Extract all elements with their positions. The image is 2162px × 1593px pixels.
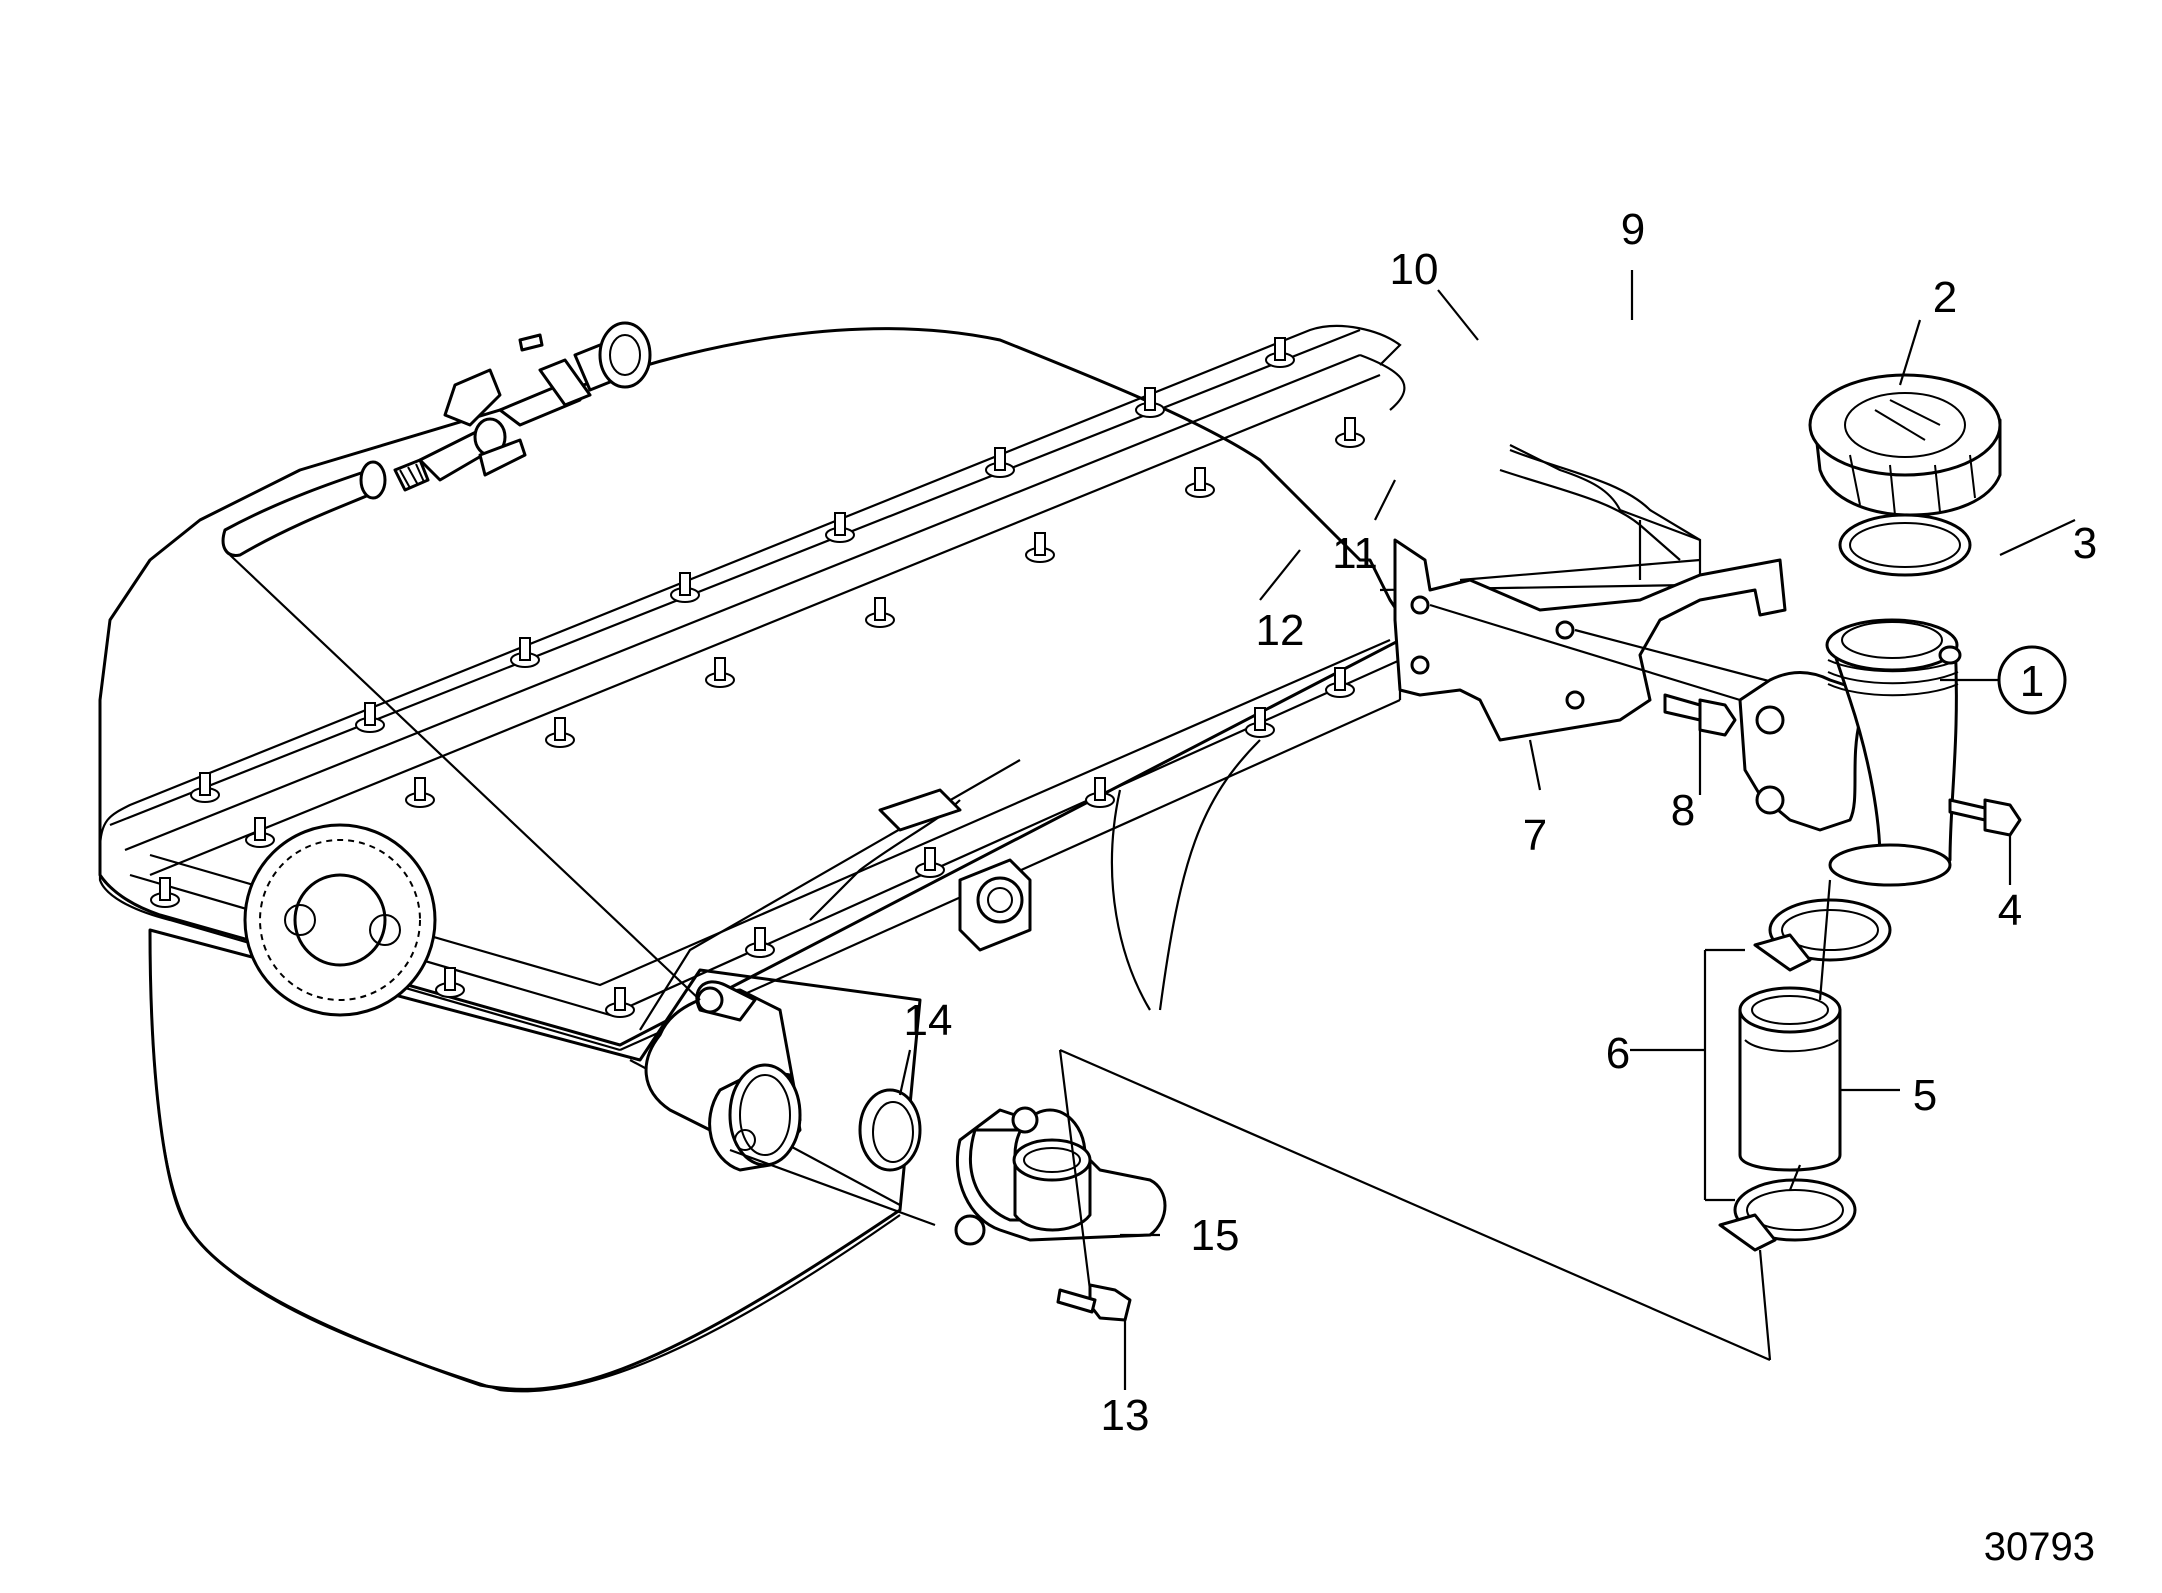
gasket-stud — [150, 877, 180, 908]
gasket-stud — [1135, 387, 1165, 418]
filler-cap — [1808, 373, 2002, 517]
gasket-stud — [355, 702, 385, 733]
dipstick-tube — [418, 321, 652, 482]
gear-icon — [243, 823, 437, 1017]
gasket-stud — [1335, 417, 1365, 448]
seal-ring — [858, 1088, 922, 1172]
gasket-stud — [1185, 467, 1215, 498]
callout-4: 4 — [1998, 886, 2022, 935]
gasket-stud — [705, 657, 735, 688]
callout-9: 9 — [1621, 205, 1645, 254]
fitting-11 — [393, 458, 430, 492]
gasket-stud — [245, 817, 275, 848]
gasket-stud — [915, 847, 945, 878]
gasket-studs — [150, 337, 1365, 1018]
callout-6: 6 — [1606, 1029, 1630, 1078]
gasket-stud — [825, 512, 855, 543]
gasket-stud — [1085, 777, 1115, 808]
gasket-stud — [985, 447, 1015, 478]
callout-7: 7 — [1523, 811, 1547, 860]
oil-pickup-elbow — [639, 759, 1021, 1172]
assembly-lines — [729, 879, 1832, 1362]
callout-10: 10 — [1390, 245, 1439, 294]
gasket-stud — [745, 927, 775, 958]
gasket-stud — [1025, 532, 1055, 563]
gasket-stud — [605, 987, 635, 1018]
o-ring — [1838, 513, 1972, 577]
callout-circle-1 — [1997, 645, 2067, 715]
hose-12 — [221, 460, 701, 1001]
gasket-stud — [510, 637, 540, 668]
callout-11: 11 — [1332, 529, 1378, 578]
callout-3: 3 — [2073, 519, 2097, 568]
bolt-8 — [1663, 693, 1737, 737]
hose-5 — [1738, 986, 1842, 1172]
callout-12: 12 — [1256, 606, 1305, 655]
gasket-stud — [865, 597, 895, 628]
hose-clamp-upper — [1753, 898, 1892, 972]
callout-5: 5 — [1913, 1071, 1937, 1120]
gasket-stud — [1325, 667, 1355, 698]
callout-14: 14 — [904, 996, 953, 1045]
callout-labels: 1 2 3 4 5 6 7 8 9 10 11 12 13 14 15 — [904, 205, 2098, 1440]
gasket-stud — [545, 717, 575, 748]
leader-lines — [898, 270, 2076, 1390]
bolt-13 — [1056, 1283, 1132, 1322]
callout-8: 8 — [1671, 786, 1695, 835]
callout-2: 2 — [1933, 273, 1957, 322]
gasket-stud — [405, 777, 435, 808]
gasket-stud — [435, 967, 465, 998]
reference-number: 30793 — [1984, 1525, 2095, 1569]
gasket-stud — [190, 772, 220, 803]
filler-neck — [1738, 618, 1962, 887]
elbow-fitting — [954, 1106, 1167, 1246]
gasket-stud — [670, 572, 700, 603]
callout-15: 15 — [1191, 1211, 1240, 1260]
hose-clamp-lower — [1718, 1178, 1857, 1252]
sensor-boss — [878, 788, 1032, 952]
gasket-stud — [1265, 337, 1295, 368]
callout-1: 1 — [2020, 657, 2044, 706]
gasket-stud — [1245, 707, 1275, 738]
bolt-4 — [1948, 798, 2022, 837]
callout-13: 13 — [1101, 1391, 1150, 1440]
